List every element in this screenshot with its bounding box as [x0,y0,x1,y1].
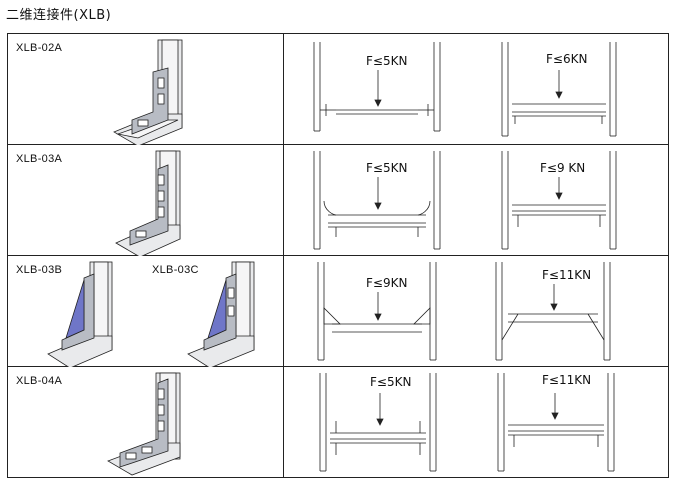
load-diagram-cell: F≤5KN F≤9 KN [283,144,669,256]
load-label: F≤6KN [546,52,588,66]
page-title: 二维连接件(XLB) [6,8,112,23]
load-label: F≤5KN [366,161,408,175]
load-diagram [313,151,617,250]
load-diagram-cell: F≤9KN F≤11KN [283,255,669,367]
table-row: XLB-03B XLB-03C [7,255,669,367]
load-label: F≤11KN [542,373,592,387]
product-cell: XLB-03B XLB-03C [7,255,284,367]
connector-table: XLB-02A [7,33,669,478]
load-label: F≤5KN [366,54,408,68]
table-row: XLB-02A [7,33,669,145]
product-code: XLB-03B [16,264,63,276]
load-label: F≤9 KN [540,161,586,175]
table-row: XLB-04A [7,366,669,478]
load-diagram-cell: F≤5KN F≤11KN [283,366,669,478]
bracket-illustration [107,372,181,476]
product-cell: XLB-02A [7,33,284,145]
load-label: F≤11KN [542,268,592,282]
load-diagram [319,373,615,472]
product-code: XLB-04A [16,375,63,387]
load-diagram [313,42,617,137]
load-diagram [317,262,611,361]
product-code: XLB-03C [152,264,199,276]
product-cell: XLB-04A [7,366,284,478]
table-row: XLB-03A [7,144,669,256]
product-cell: XLB-03A [7,144,284,256]
load-label: F≤9KN [366,276,408,290]
bracket-illustration [47,261,255,367]
product-code: XLB-02A [16,42,63,54]
load-label: F≤5KN [370,375,412,389]
load-diagram-cell: F≤5KN F≤6KN [283,33,669,145]
bracket-illustration [115,150,181,256]
bracket-illustration [113,39,183,145]
product-code: XLB-03A [16,153,63,165]
